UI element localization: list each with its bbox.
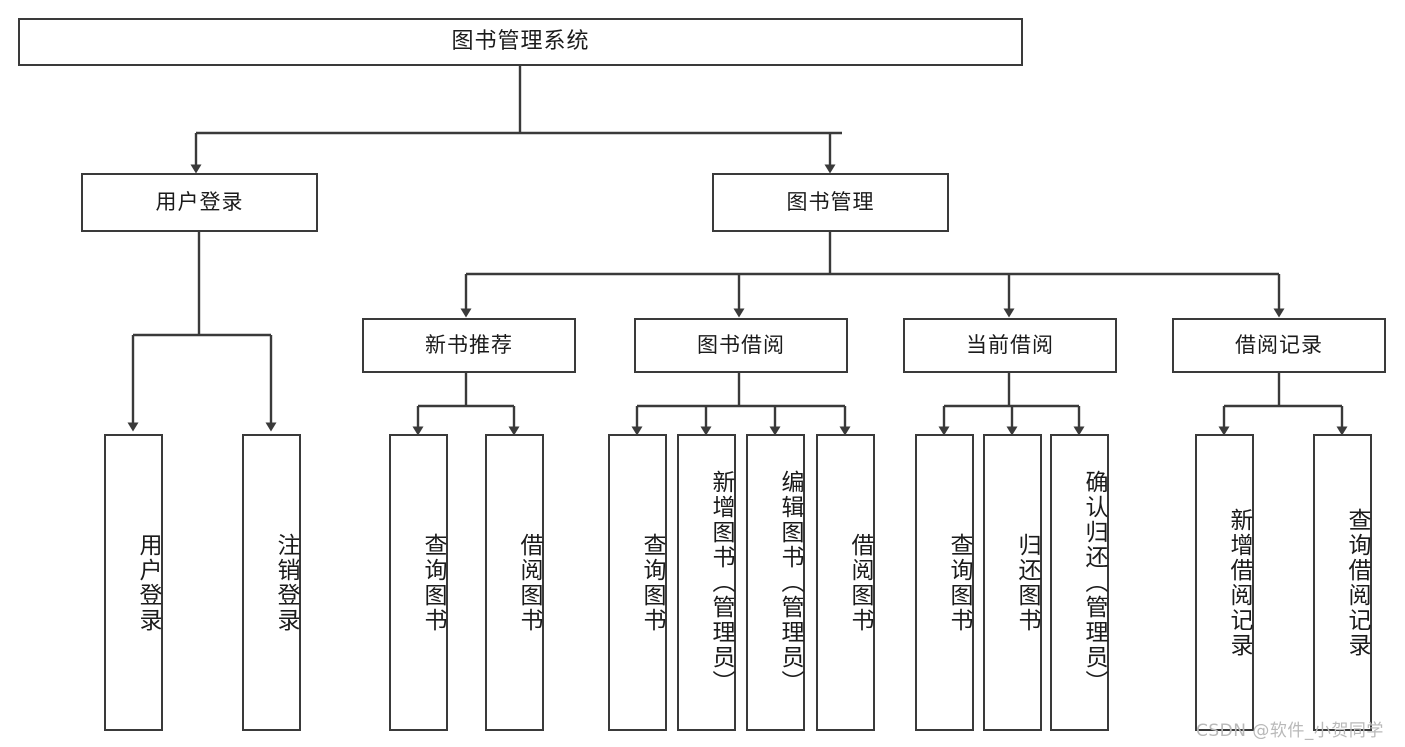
csdn-watermark: CSDN @软件_小贺同学 xyxy=(1196,721,1384,741)
leaf-confirm-return-admin[interactable]: 确认归还（管理员） xyxy=(1050,434,1109,731)
leaf-query-book-cb[interactable]: 查询图书 xyxy=(915,434,974,731)
node-label: 用户登录 xyxy=(135,532,161,633)
node-label: 当前借阅 xyxy=(966,332,1054,357)
node-new-book-recommendation[interactable]: 新书推荐 xyxy=(362,318,576,373)
node-label: 新书推荐 xyxy=(425,332,513,357)
leaf-add-book-admin[interactable]: 新增图书（管理员） xyxy=(677,434,736,731)
node-label: 查询图书 xyxy=(946,532,972,633)
leaf-return-book[interactable]: 归还图书 xyxy=(983,434,1042,731)
node-label: 借阅记录 xyxy=(1235,332,1323,357)
node-book-management[interactable]: 图书管理 xyxy=(712,173,949,232)
node-label: 图书借阅 xyxy=(697,332,785,357)
node-user-login[interactable]: 用户登录 xyxy=(81,173,318,232)
node-label: 确认归还（管理员） xyxy=(1081,470,1107,695)
node-label: 借阅图书 xyxy=(847,532,873,633)
leaf-query-book-nbr[interactable]: 查询图书 xyxy=(389,434,448,731)
leaf-add-borrow-record[interactable]: 新增借阅记录 xyxy=(1195,434,1254,731)
node-label: 用户登录 xyxy=(155,189,244,214)
leaf-edit-book-admin[interactable]: 编辑图书（管理员） xyxy=(746,434,805,731)
node-book-borrowing[interactable]: 图书借阅 xyxy=(634,318,848,373)
node-label: 图书管理系统 xyxy=(451,28,590,54)
leaf-query-book-bb[interactable]: 查询图书 xyxy=(608,434,667,731)
node-label: 编辑图书（管理员） xyxy=(777,470,803,695)
node-label: 新增图书（管理员） xyxy=(708,470,734,695)
node-label: 查询图书 xyxy=(420,532,446,633)
node-current-borrowing[interactable]: 当前借阅 xyxy=(903,318,1117,373)
node-label: 借阅图书 xyxy=(516,532,542,633)
leaf-borrow-book-nbr[interactable]: 借阅图书 xyxy=(485,434,544,731)
node-label: 图书管理 xyxy=(786,189,875,214)
leaf-user-login[interactable]: 用户登录 xyxy=(104,434,163,731)
node-label: 查询借阅记录 xyxy=(1344,507,1370,658)
node-root-book-management-system[interactable]: 图书管理系统 xyxy=(18,18,1023,66)
node-label: 注销登录 xyxy=(273,532,299,633)
leaf-borrow-book-bb[interactable]: 借阅图书 xyxy=(816,434,875,731)
leaf-query-borrow-record[interactable]: 查询借阅记录 xyxy=(1313,434,1372,731)
leaf-logout[interactable]: 注销登录 xyxy=(242,434,301,731)
node-label: 新增借阅记录 xyxy=(1226,507,1252,658)
node-borrowing-record[interactable]: 借阅记录 xyxy=(1172,318,1386,373)
node-label: 查询图书 xyxy=(639,532,665,633)
node-label: 归还图书 xyxy=(1014,532,1040,633)
